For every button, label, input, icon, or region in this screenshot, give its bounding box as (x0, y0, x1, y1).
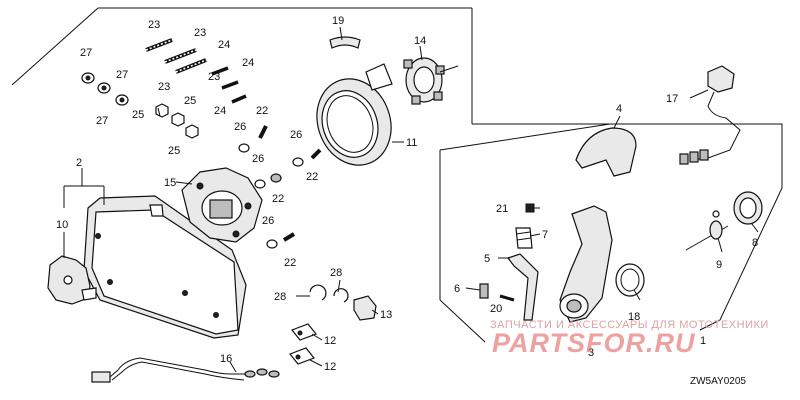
spring-7 (515, 227, 533, 249)
callout-13: 13 (380, 309, 392, 321)
watermark-brand: PARTSFOR.RU (492, 328, 696, 358)
lever-cover-4 (575, 127, 637, 177)
callout-26b: 26 (290, 129, 302, 141)
callout-labels: 1 2 3 4 5 6 7 8 9 10 11 12 12 13 14 15 1… (56, 15, 758, 373)
callout-19: 19 (332, 15, 344, 27)
callout-9: 9 (716, 259, 722, 271)
callout-27a: 27 (80, 47, 92, 59)
callout-25a: 25 (132, 109, 144, 121)
callout-22c: 22 (272, 193, 284, 205)
callout-25c: 25 (168, 145, 180, 157)
callout-23d: 23 (208, 71, 220, 83)
callout-23c: 23 (158, 81, 170, 93)
callout-22d: 22 (284, 257, 296, 269)
callout-17: 17 (666, 93, 678, 105)
callout-15: 15 (164, 177, 176, 189)
callout-5: 5 (484, 253, 490, 265)
drawing-code: ZW5AY0205 (690, 376, 746, 387)
clip-12-group (289, 323, 317, 365)
callout-26c: 26 (252, 153, 264, 165)
detent-gear (403, 57, 459, 105)
callout-18: 18 (628, 311, 640, 323)
washer-27-group (81, 72, 129, 106)
callout-3: 3 (588, 347, 594, 359)
watermark-tagline: ЗАПЧАСТИ И АКСЕССУАРЫ ДЛЯ МОТОТЕХНИКИ (490, 319, 769, 331)
callout-25b: 25 (184, 95, 196, 107)
callout-22a: 22 (256, 105, 268, 117)
callout-24b: 24 (242, 57, 254, 69)
callout-11: 11 (406, 137, 417, 149)
shift-ring (316, 78, 392, 166)
spacer-plate (365, 63, 393, 91)
mounting-bracket (181, 167, 263, 243)
callout-23b: 23 (194, 27, 206, 39)
callout-4: 4 (616, 103, 622, 115)
holder-13 (353, 295, 377, 321)
callout-28a: 28 (274, 291, 286, 303)
callout-24a: 24 (218, 39, 230, 51)
bolt-20 (499, 294, 515, 302)
pin-6 (479, 283, 489, 299)
callout-16: 16 (220, 353, 232, 365)
callout-10: 10 (56, 219, 68, 231)
callout-21: 21 (496, 203, 508, 215)
nut-25-group (155, 103, 199, 139)
assembly-frame (11, 7, 783, 343)
switch-harness-17 (679, 65, 741, 165)
callout-26d: 26 (262, 215, 274, 227)
clip-28-group (309, 284, 349, 303)
screw-24-group (211, 66, 247, 104)
callout-20: 20 (490, 303, 502, 315)
callout-12a: 12 (324, 335, 336, 347)
callout-8: 8 (752, 237, 758, 249)
callout-12b: 12 (324, 361, 336, 373)
callout-1: 1 (700, 335, 706, 347)
leader-lines (157, 26, 759, 373)
callout-27c: 27 (96, 115, 108, 127)
callout-27b: 27 (116, 69, 128, 81)
o-ring-18 (615, 263, 645, 297)
bolt-23-group (145, 38, 207, 74)
arm-5 (507, 253, 539, 321)
callout-26a: 26 (234, 121, 246, 133)
shift-arm (559, 205, 613, 323)
watermark: ЗАПЧАСТИ И АКСЕССУАРЫ ДЛЯ МОТОТЕХНИКИ PA… (490, 319, 769, 358)
callout-2: 2 (76, 157, 82, 169)
callout-24c: 24 (214, 105, 226, 117)
washer-bolt-22-26-group (238, 125, 322, 249)
callout-6: 6 (454, 283, 460, 295)
curved-plate (329, 36, 361, 49)
shaft-9 (685, 210, 729, 251)
callout-7: 7 (542, 229, 548, 241)
bushing-8 (733, 191, 763, 225)
callout-28b: 28 (330, 267, 342, 279)
callout-23a: 23 (148, 19, 160, 31)
callout-22b: 22 (306, 171, 318, 183)
cover-grommet (47, 255, 97, 305)
wire-harness-16 (91, 357, 280, 383)
callout-14: 14 (414, 35, 426, 47)
